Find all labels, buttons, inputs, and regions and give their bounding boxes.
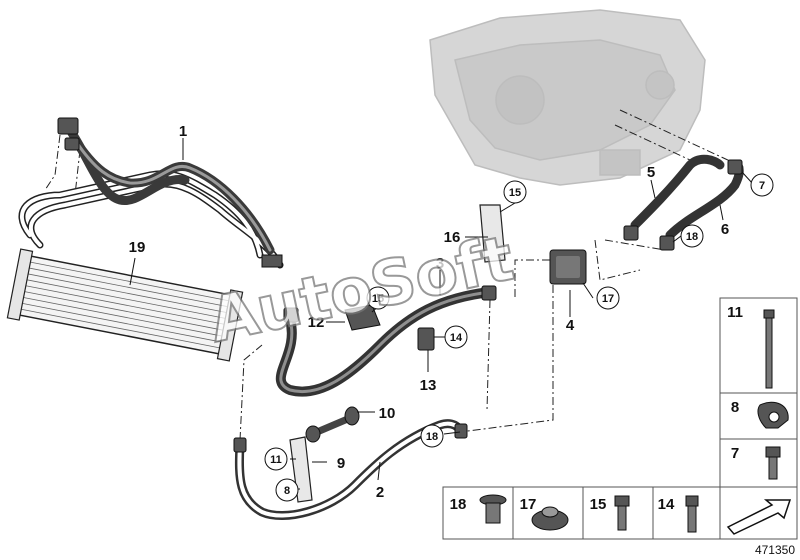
bolt-10 (305, 406, 360, 443)
callout-5: 5 (647, 164, 655, 181)
callout-11: 11 (270, 454, 282, 466)
line-5-6-fittings (623, 159, 743, 251)
thermostat-block (549, 249, 587, 285)
callout-14: 14 (450, 332, 463, 344)
callout-15b: 15 (509, 187, 521, 199)
cooler-hose-upper (65, 125, 275, 255)
callout-8: 8 (284, 485, 290, 497)
oil-line-5 (630, 154, 725, 230)
legend-label-7: 7 (731, 445, 739, 462)
callout-9: 9 (337, 455, 345, 472)
callout-15: 15 (372, 293, 384, 305)
legend-label-15: 15 (590, 496, 607, 513)
callout-2: 2 (376, 484, 384, 501)
legend-bolt-14 (685, 495, 699, 533)
callout-circles (264, 173, 774, 502)
document-number: 471350 (755, 543, 795, 557)
callout-17: 17 (602, 293, 614, 305)
legend-flange-nut-18 (479, 494, 507, 524)
legend-clip-8 (757, 401, 789, 429)
oil-line-2 (234, 419, 467, 520)
legend-nut-17 (531, 506, 569, 531)
line-3-fittings (261, 254, 497, 323)
callout-12: 12 (308, 314, 325, 331)
holder-13 (417, 327, 435, 351)
legend-label-17: 17 (520, 496, 537, 513)
leader-lines (129, 138, 754, 490)
oil-line-3 (275, 287, 495, 397)
callout-4: 4 (566, 317, 575, 334)
oil-cooler (6, 248, 244, 362)
callout-10: 10 (379, 405, 396, 422)
legend-label-11: 11 (727, 304, 743, 321)
legend-bottom-row (442, 486, 721, 540)
callout-3: 3 (436, 255, 444, 272)
callout-19: 19 (129, 239, 146, 256)
legend-label-14: 14 (658, 496, 675, 513)
legend-bolt-15 (614, 495, 630, 531)
line-2-fittings (233, 423, 468, 453)
legend-bolt-11 (763, 309, 775, 389)
legend-arrow-icon (726, 499, 792, 535)
callout-18b: 18 (426, 431, 438, 443)
transmission-housing (429, 9, 706, 186)
legend-bolt-7 (765, 446, 781, 480)
watermark-text: AutoSoft (203, 221, 520, 356)
callout-13: 13 (420, 377, 437, 394)
legend-label-8: 8 (731, 399, 739, 416)
bracket-9 (289, 436, 313, 503)
callout-6: 6 (721, 221, 729, 238)
cooler-hose-upper-inner (73, 138, 272, 252)
callout-18: 18 (686, 231, 698, 243)
callout-16: 16 (444, 229, 461, 246)
bracket-16 (479, 204, 506, 263)
callout-1: 1 (179, 123, 187, 140)
callout-7: 7 (759, 180, 765, 192)
bracket-12 (344, 304, 381, 331)
legend-label-18: 18 (450, 496, 467, 513)
connector-block-top (57, 117, 80, 151)
connection-lines (44, 109, 746, 441)
